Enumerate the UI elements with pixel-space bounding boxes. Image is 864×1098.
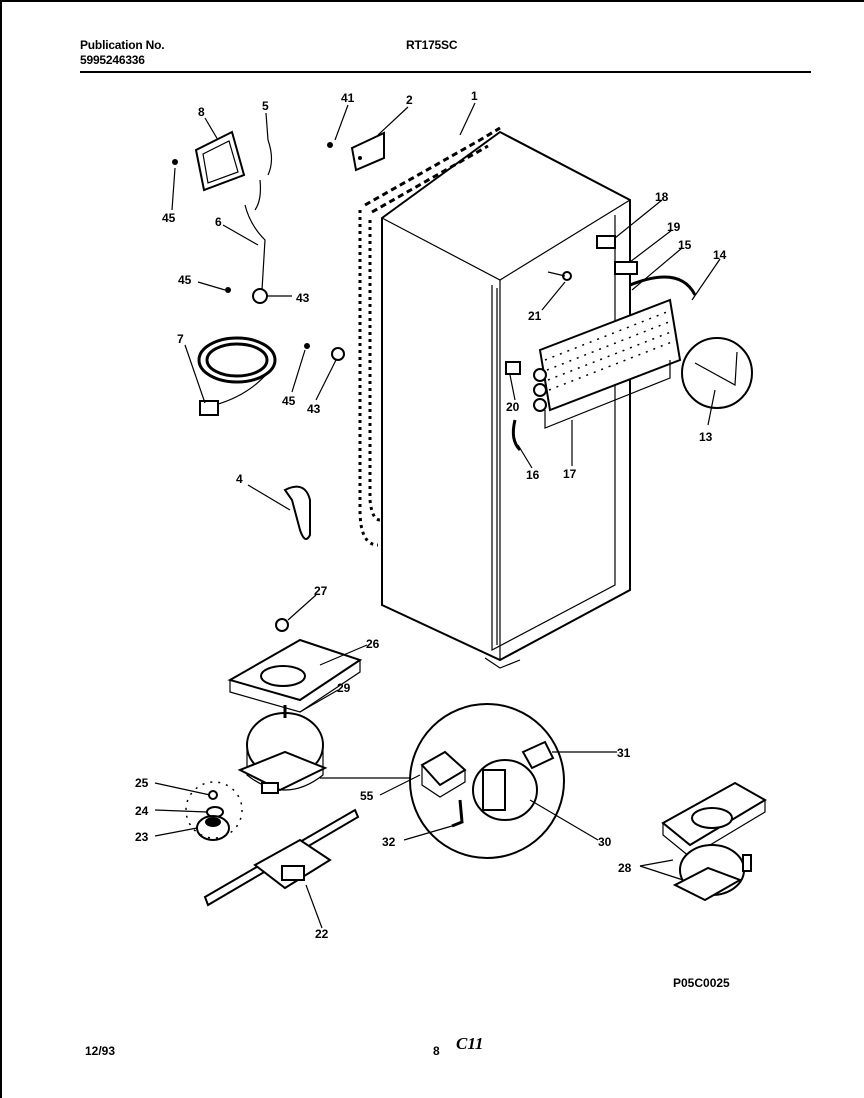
label-part-29: 29 — [337, 681, 351, 695]
relay-detail-circle — [320, 703, 565, 859]
drawing-id: P05C0025 — [673, 976, 730, 990]
page-code: C11 — [456, 1034, 484, 1053]
label-part-30: 30 — [598, 835, 612, 849]
label-part-19: 19 — [667, 220, 681, 234]
upper-left-parts — [172, 130, 385, 416]
publication-number: 5995246336 — [80, 53, 145, 67]
label-part-6: 6 — [215, 215, 222, 229]
label-part-43: 43 — [307, 402, 321, 416]
label-part-55: 55 — [360, 789, 374, 803]
label-part-7: 7 — [177, 332, 184, 346]
footer-date: 12/93 — [85, 1044, 116, 1058]
label-part-8: 8 — [198, 105, 205, 119]
label-part-24: 24 — [135, 804, 149, 818]
label-part-26: 26 — [366, 637, 380, 651]
header-rule — [80, 71, 811, 73]
label-part-15: 15 — [678, 238, 692, 252]
label-part-18: 18 — [655, 190, 669, 204]
drain-pan — [227, 638, 363, 713]
label-part-25: 25 — [135, 776, 149, 790]
label-part-21: 21 — [528, 309, 542, 323]
model-number: RT175SC — [406, 38, 458, 52]
label-part-23: 23 — [135, 830, 149, 844]
label-part-32: 32 — [382, 835, 396, 849]
label-part-14: 14 — [713, 248, 727, 262]
label-part-28: 28 — [618, 861, 632, 875]
heater-detail-circle — [681, 337, 753, 409]
condenser-coil — [358, 126, 501, 547]
mounting-bracket — [203, 808, 360, 907]
label-part-16: 16 — [526, 468, 540, 482]
label-part-20: 20 — [506, 400, 520, 414]
label-part-13: 13 — [699, 430, 713, 444]
label-part-45: 45 — [178, 273, 192, 287]
label-part-2: 2 — [406, 93, 413, 107]
label-part-22: 22 — [315, 927, 329, 941]
label-part-45: 45 — [282, 394, 296, 408]
label-part-41: 41 — [341, 91, 355, 105]
part-labels: 1 2 41 5 8 45 6 45 43 7 45 43 18 19 15 1… — [135, 89, 727, 941]
drain-tube — [283, 485, 311, 540]
page-number: 8 — [433, 1044, 440, 1058]
refrigerator-cabinet — [381, 130, 631, 669]
evaporator-assembly — [505, 235, 697, 452]
publication-label: Publication No. — [80, 38, 165, 52]
label-part-1: 1 — [471, 89, 478, 103]
label-part-31: 31 — [617, 746, 631, 760]
label-part-43: 43 — [296, 291, 310, 305]
compressor-mounts — [185, 781, 243, 841]
label-part-4: 4 — [236, 472, 243, 486]
compressor-assembly — [661, 781, 767, 902]
label-part-5: 5 — [262, 99, 269, 113]
label-part-17: 17 — [563, 467, 577, 481]
compressor — [237, 705, 328, 794]
label-part-45: 45 — [162, 211, 176, 225]
leader-lines — [154, 102, 721, 929]
grommet — [275, 618, 289, 632]
label-part-27: 27 — [314, 584, 328, 598]
